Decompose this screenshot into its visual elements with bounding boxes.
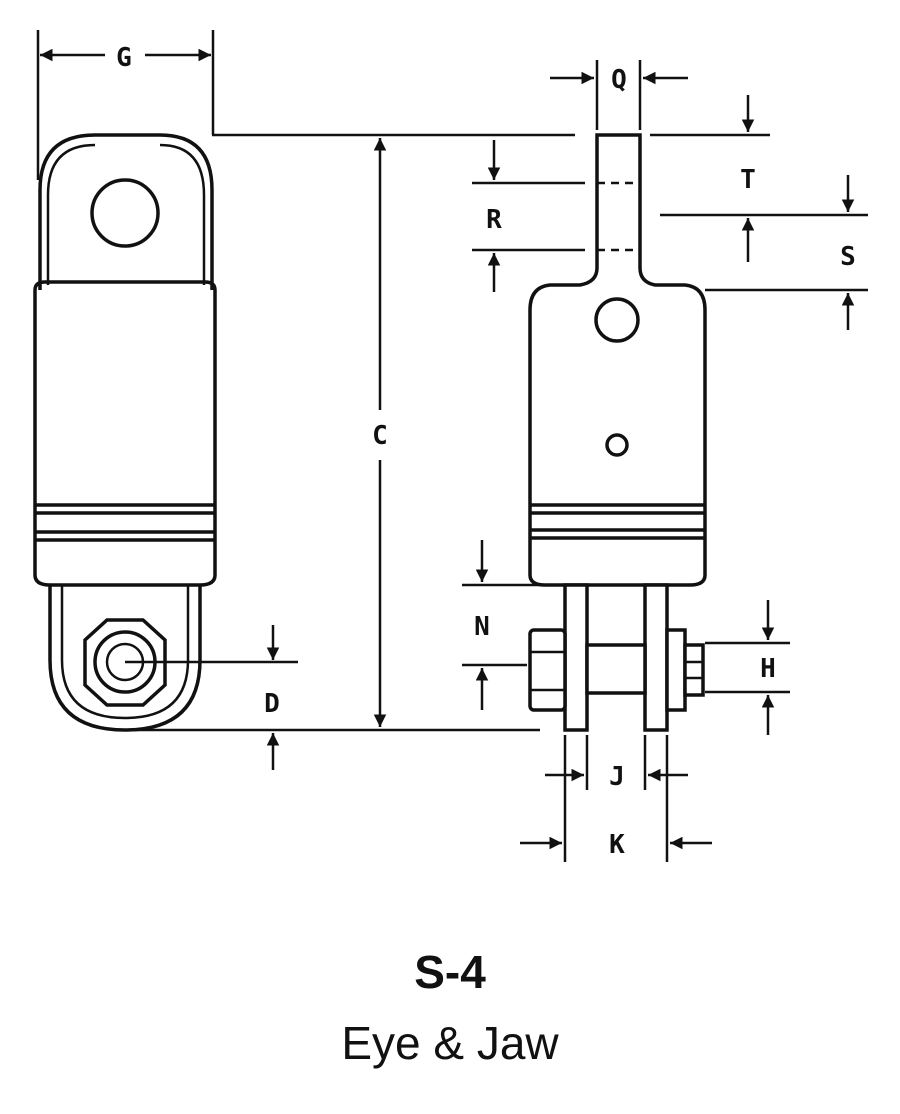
set-screw-icon <box>605 433 629 457</box>
eye-hole <box>90 178 160 248</box>
dimension-h: H <box>705 600 790 735</box>
label-j: J <box>609 762 625 792</box>
dimension-j: J <box>545 735 688 792</box>
label-t: T <box>740 165 756 195</box>
product-name: Eye & Jaw <box>341 1017 559 1069</box>
dimension-n: N <box>462 540 560 710</box>
label-o: O <box>609 431 625 461</box>
side-view <box>33 133 217 732</box>
label-k: K <box>609 830 625 860</box>
label-n: N <box>474 612 490 642</box>
hex-nut-icon <box>83 618 167 707</box>
dimension-g: G <box>36 30 215 180</box>
label-d: D <box>264 689 280 719</box>
dimension-s: S <box>705 175 868 330</box>
label-c: C <box>372 421 388 451</box>
label-g: G <box>116 43 132 73</box>
dimension-k: K <box>520 735 712 862</box>
dimension-c: C <box>130 133 575 732</box>
label-s: S <box>840 242 856 272</box>
model-number: S-4 <box>414 946 486 998</box>
dimension-r: R <box>472 140 585 292</box>
label-r: R <box>486 205 502 235</box>
front-view <box>528 133 707 732</box>
label-q: Q <box>611 65 627 95</box>
eye-and-jaw-drawing: G C D <box>33 30 868 862</box>
dimension-d: D <box>125 625 298 770</box>
dimension-q: Q <box>550 60 688 130</box>
label-h: H <box>760 654 776 684</box>
dimension-t: T <box>650 95 868 262</box>
